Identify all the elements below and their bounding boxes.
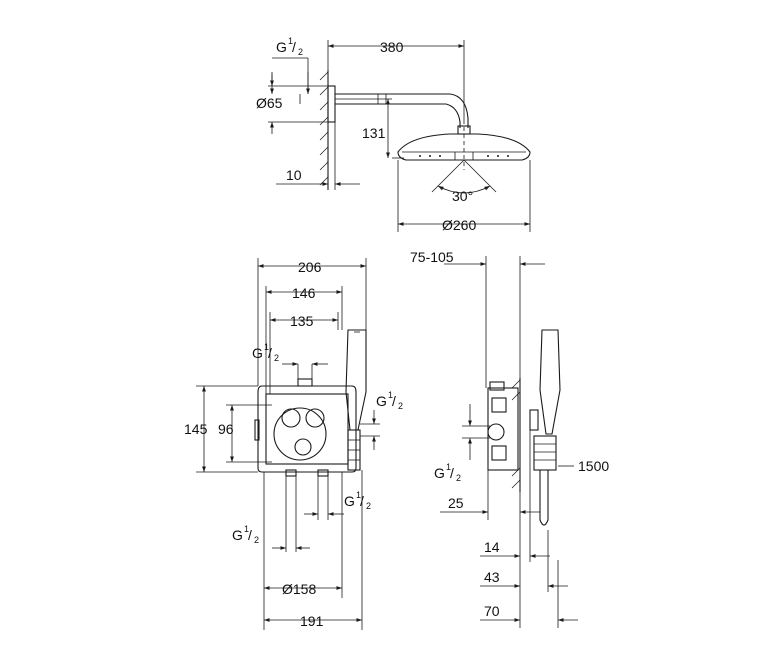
- mixer-box-front-view: 206 146 135 G 1 / 2 145 96: [184, 258, 403, 630]
- dim-d260-label: Ø260: [442, 217, 476, 233]
- svg-text:2: 2: [298, 47, 303, 57]
- svg-text:G: G: [344, 493, 355, 509]
- dim-96-label: 96: [218, 421, 234, 437]
- shower-arm-lower: [335, 103, 461, 128]
- wall-hatch: [319, 71, 329, 186]
- svg-text:1: 1: [446, 462, 451, 472]
- svg-text:1: 1: [264, 342, 269, 352]
- dim-10-label: 10: [286, 167, 302, 183]
- side-fitting-upper: [491, 397, 507, 413]
- dim-43-label: 43: [484, 569, 500, 585]
- svg-text:/: /: [292, 39, 296, 55]
- temp-knob: [294, 438, 312, 456]
- shower-arm-upper: [335, 93, 469, 128]
- dim-1500-label: 1500: [578, 458, 609, 474]
- g-half-thread-top-label: G 1 / 2: [276, 36, 303, 57]
- box-inner: [265, 393, 349, 465]
- g-half-bottom-right-label: G 1 / 2: [344, 490, 371, 511]
- spray-holes: [419, 155, 509, 157]
- dim-135-label: 135: [290, 313, 314, 329]
- dim-75-105-label: 75-105: [410, 249, 454, 265]
- svg-text:2: 2: [398, 401, 403, 411]
- top-inlet: [297, 378, 313, 387]
- mixer-side-view: 75-105 G 1 / 2 25 1500 14 43: [410, 249, 609, 628]
- dim-191-label: 191: [300, 613, 324, 629]
- hand-shower-side: [539, 329, 561, 435]
- wall-flange: [327, 85, 336, 123]
- control-plate-circle: [273, 407, 327, 461]
- side-outlet: [533, 435, 557, 471]
- dim-131-label: 131: [362, 125, 386, 141]
- side-fitting-lower: [491, 445, 507, 461]
- dim-206-label: 206: [298, 259, 322, 275]
- dim-d158-label: Ø158: [282, 581, 316, 597]
- head-shower-view: 30° 380 G 1 / 2 Ø65 131 10: [256, 36, 531, 233]
- button-left: [281, 408, 301, 428]
- bottom-inlet-right: [317, 469, 329, 477]
- svg-text:1: 1: [388, 390, 393, 400]
- svg-text:2: 2: [274, 353, 279, 363]
- svg-text:1: 1: [356, 490, 361, 500]
- svg-text:/: /: [268, 345, 272, 361]
- side-cover: [529, 409, 539, 431]
- dim-d65-label: Ø65: [256, 95, 283, 111]
- g-half-right-outlet-label: G 1 / 2: [376, 390, 403, 411]
- svg-text:G: G: [376, 393, 387, 409]
- svg-text:2: 2: [366, 501, 371, 511]
- dim-380-label: 380: [380, 39, 404, 55]
- svg-text:G: G: [232, 527, 243, 543]
- g-half-top-inlet-label: G 1 / 2: [252, 342, 279, 363]
- svg-text:/: /: [450, 465, 454, 481]
- dim-14-label: 14: [484, 539, 500, 555]
- dim-146-label: 146: [292, 285, 316, 301]
- svg-text:/: /: [392, 393, 396, 409]
- button-right: [305, 408, 325, 428]
- dim-25-label: 25: [448, 495, 464, 511]
- angle-30-label: 30°: [452, 188, 473, 204]
- box-outline: [257, 385, 357, 473]
- side-wall-hatch: [511, 379, 521, 489]
- g-half-side-label: G 1 / 2: [434, 462, 461, 483]
- shower-head-body: [397, 133, 531, 161]
- hose-loop: [539, 470, 549, 526]
- svg-text:2: 2: [456, 473, 461, 483]
- side-valve: [487, 423, 505, 441]
- svg-text:G: G: [276, 39, 287, 55]
- dim-70-label: 70: [484, 603, 500, 619]
- svg-text:1: 1: [244, 524, 249, 534]
- svg-text:2: 2: [254, 535, 259, 545]
- bottom-inlet-left: [285, 469, 297, 477]
- svg-text:/: /: [248, 527, 252, 543]
- dim-145-label: 145: [184, 421, 208, 437]
- svg-text:1: 1: [288, 36, 293, 46]
- svg-text:G: G: [434, 465, 445, 481]
- g-half-bottom-left-label: G 1 / 2: [232, 524, 259, 545]
- side-top-inlet: [489, 381, 505, 391]
- left-clip: [254, 419, 260, 441]
- svg-text:G: G: [252, 345, 263, 361]
